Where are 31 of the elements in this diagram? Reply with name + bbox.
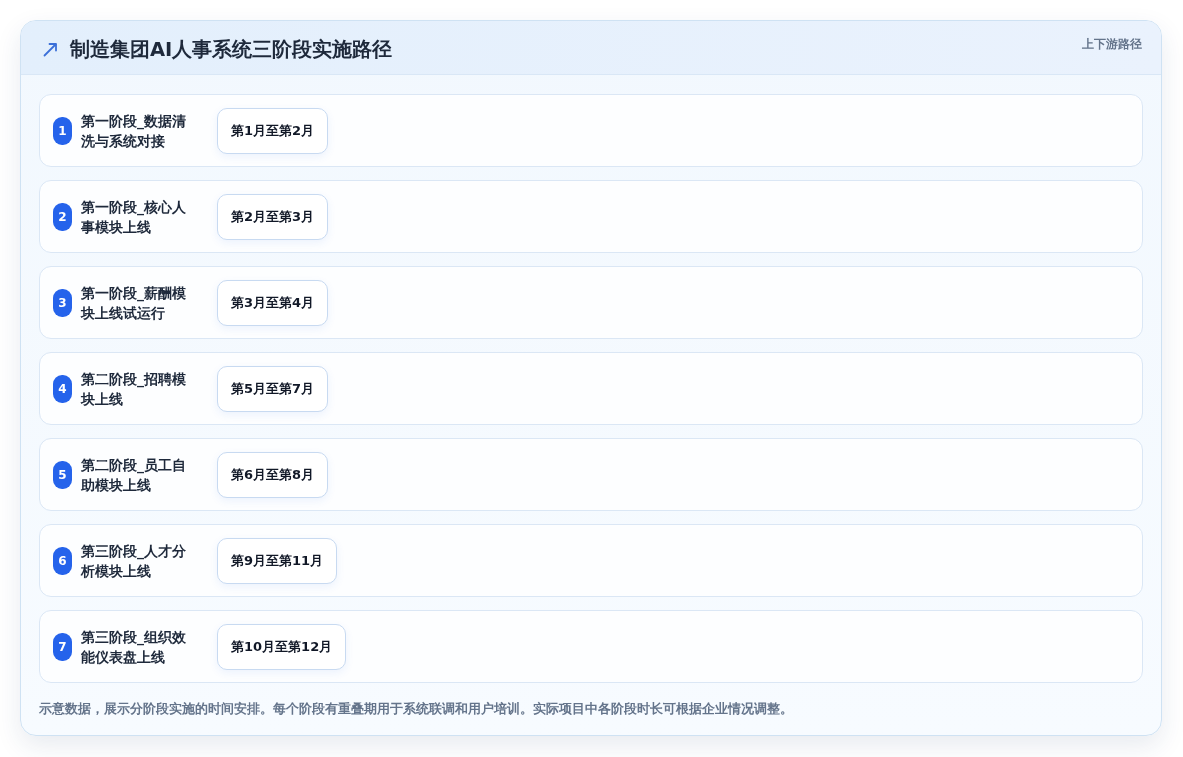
duration-tag: 第9月至第11月 [217, 538, 338, 584]
stage-name: 第一阶段_薪酬模块上线试运行 [81, 284, 187, 323]
step-number: 3 [53, 289, 72, 317]
duration-tag: 第1月至第2月 [217, 108, 329, 154]
step-number: 1 [53, 117, 72, 145]
stage-name: 第一阶段_数据清洗与系统对接 [81, 112, 187, 151]
stage-row [39, 266, 1143, 339]
duration-tag: 第10月至第12月 [217, 624, 347, 670]
step-number: 5 [53, 461, 72, 489]
stage-row [39, 610, 1143, 683]
stage-name: 第二阶段_员工自助模块上线 [81, 456, 187, 495]
stage-name: 第三阶段_人才分析模块上线 [81, 542, 187, 581]
duration-tag: 第3月至第4月 [217, 280, 329, 326]
duration-tag: 第5月至第7月 [217, 366, 329, 412]
step-number: 4 [53, 375, 72, 403]
stage-name: 第三阶段_组织效能仪表盘上线 [81, 628, 187, 667]
stage-name: 第一阶段_核心人事模块上线 [81, 198, 187, 237]
header-note: 上下游路径 [1082, 36, 1142, 52]
step-number: 6 [53, 547, 72, 575]
chart-title: 制造集团AI人事系统三阶段实施路径 [70, 37, 393, 63]
stage-row [39, 94, 1143, 167]
stage-name: 第二阶段_招聘模块上线 [81, 370, 187, 409]
duration-tag: 第6月至第8月 [217, 452, 329, 498]
step-number: 7 [53, 633, 72, 661]
stage-row [39, 524, 1143, 597]
step-number: 2 [53, 203, 72, 231]
duration-tag: 第2月至第3月 [217, 194, 329, 240]
stage-row [39, 352, 1143, 425]
stage-row [39, 438, 1143, 511]
stage-row [39, 180, 1143, 253]
footnote: 示意数据，展示分阶段实施的时间安排。每个阶段有重叠期用于系统联调和用户培训。实际项目中各阶段时长可根据企业情况调整。 [39, 700, 793, 717]
